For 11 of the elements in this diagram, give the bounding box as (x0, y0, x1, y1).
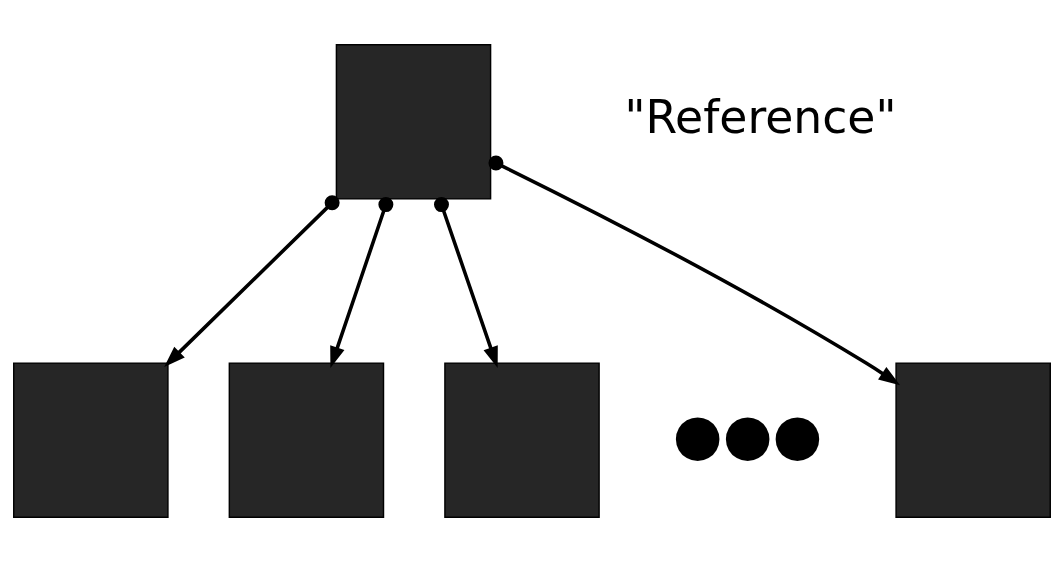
node-box (335, 43, 492, 200)
arrow (164, 194, 340, 367)
node-label: "Reference" (624, 90, 897, 144)
node-box (13, 361, 169, 518)
label: ●●● (672, 400, 823, 467)
node-box (228, 361, 385, 518)
arrow (330, 196, 394, 368)
node-box (895, 361, 1051, 518)
arrow (434, 196, 498, 368)
arrow (488, 154, 901, 385)
node-box (444, 361, 600, 518)
